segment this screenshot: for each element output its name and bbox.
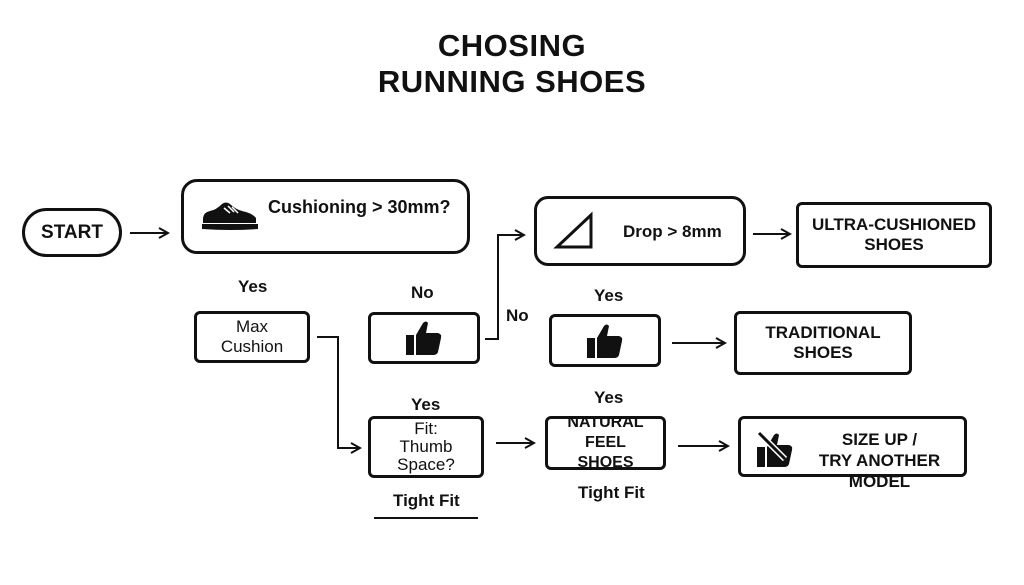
max-cushion-line-2: Cushion [220, 337, 284, 356]
size-up-line-1: SIZE UP / [841, 430, 918, 449]
natural-line-2: SHOES [577, 454, 634, 471]
size-up-node: SIZE UP / TRY ANOTHER MODEL [738, 416, 967, 491]
triangle-ramp-icon [553, 211, 595, 251]
arrow-max-cushion-to-fit [317, 336, 360, 448]
fit-decision: Fit: Thumb Space? [368, 416, 484, 478]
traditional-label: TRADITIONAL SHOES [765, 323, 881, 362]
drop-decision: Drop > 8mm [534, 196, 746, 266]
ultra-line-2: SHOES [864, 235, 924, 254]
fit-line-2: Thumb [399, 437, 453, 456]
thumbs-up-icon [404, 319, 444, 357]
natural-feel-node: NATURAL FEEL SHOES [545, 414, 666, 471]
label-yes-3: Yes [411, 395, 441, 414]
label-yes-1: Yes [238, 277, 268, 296]
label-yes-4: Yes [594, 388, 624, 407]
title-line-1: CHOSING [437, 28, 587, 63]
traditional-shoes-node: TRADITIONAL SHOES [734, 311, 912, 375]
label-tight-fit-1: Tight Fit [393, 491, 460, 510]
label-no-2: No [506, 306, 529, 325]
label-yes-2: Yes [594, 286, 624, 305]
size-up-text: SIZE UP / TRY ANOTHER MODEL [801, 429, 958, 492]
label-tight-fit-2: Tight Fit [578, 483, 645, 502]
natural-line-1: NATURAL FEEL [567, 414, 644, 451]
max-cushion-line-1: Max [235, 317, 269, 336]
thumbs-up-node-1 [368, 312, 480, 364]
ultra-line-1: ULTRA-CUSHIONED [811, 215, 976, 234]
cushioning-decision: Cushioning > 30mm? [181, 179, 470, 254]
start-label: START [41, 221, 103, 243]
diagram-title: CHOSING RUNNING SHOES [0, 28, 1024, 100]
cushioning-question: Cushioning > 30mm? [268, 197, 451, 217]
title-line-2: RUNNING SHOES [377, 64, 647, 99]
running-shoe-icon [200, 198, 260, 232]
max-cushion-node: Max Cushion [194, 311, 310, 363]
thumbs-up-node-2 [549, 314, 661, 367]
arrow-no-to-drop [485, 235, 524, 340]
fit-line-1: Fit: [414, 419, 438, 438]
drop-question: Drop > 8mm [623, 222, 722, 241]
crossed-thumbs-up-icon [755, 429, 797, 469]
fit-line-3: Space? [397, 455, 455, 474]
start-node: START [22, 208, 122, 257]
ultra-cushioned-node: ULTRA-CUSHIONED SHOES [796, 202, 992, 268]
label-no-1: No [411, 283, 434, 302]
thumbs-up-icon [585, 322, 625, 360]
size-up-line-2: TRY ANOTHER MODEL [818, 451, 941, 491]
